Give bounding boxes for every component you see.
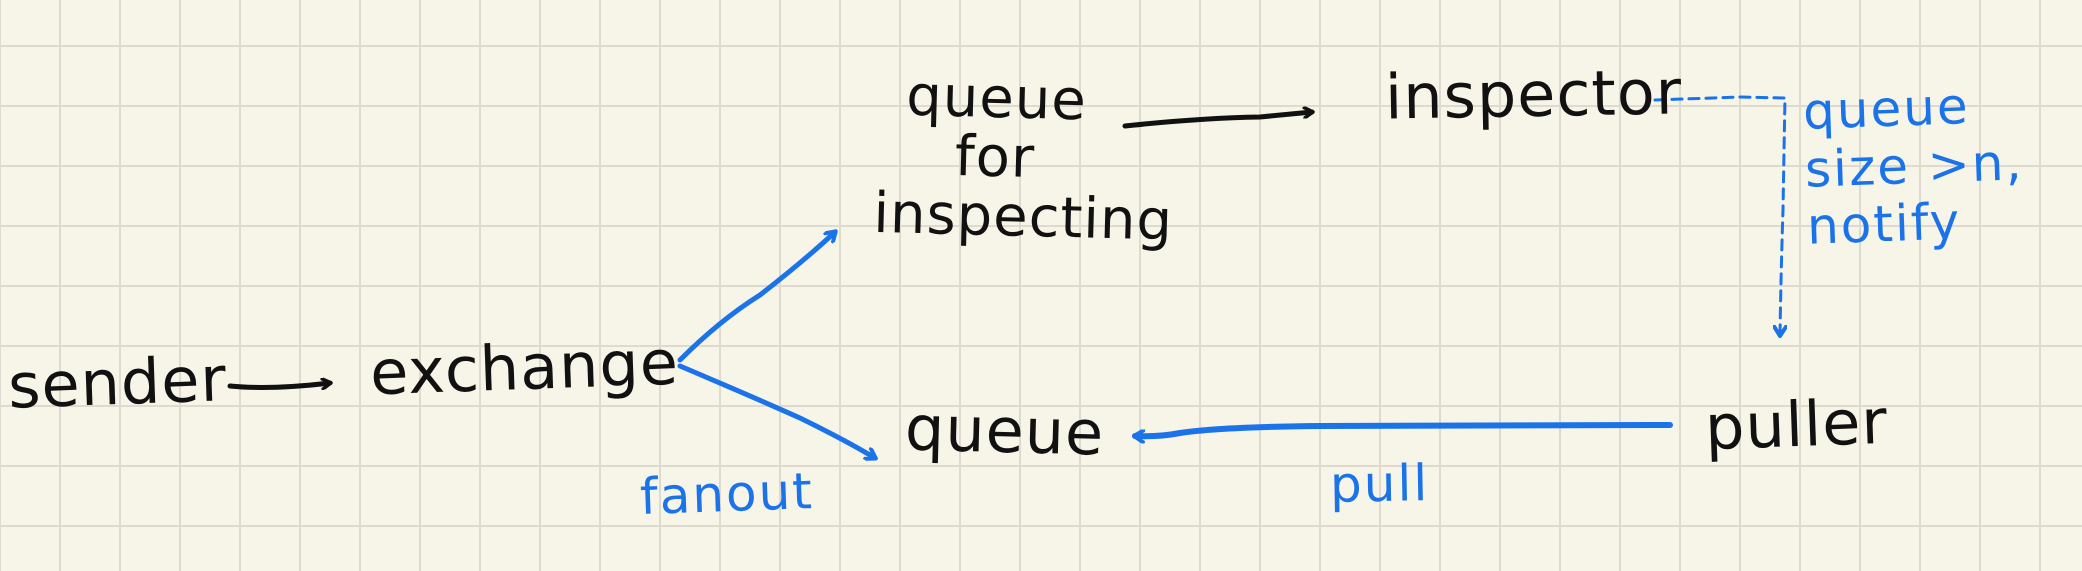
label-notify-condition: queue size >n, notify	[1802, 77, 2025, 256]
arrow-inspect-queue-to-inspector	[1122, 112, 1312, 129]
node-exchange: exchange	[368, 325, 681, 410]
arrow-inspector-to-puller-dashed	[1653, 95, 1785, 335]
arrow-puller-to-queue	[1132, 422, 1673, 436]
arrow-exchange-to-queue	[677, 363, 875, 458]
label-pull: pull	[1329, 454, 1430, 514]
node-puller: puller	[1703, 384, 1889, 465]
node-queue: queue	[904, 391, 1106, 470]
node-sender: sender	[6, 342, 228, 423]
arrow-sender-to-exchange	[227, 383, 330, 387]
node-inspector: inspector	[1384, 55, 1683, 134]
arrow-exchange-to-inspect-queue	[677, 232, 835, 363]
node-queue-for-inspecting: queue for inspecting	[872, 63, 1174, 254]
label-fanout: fanout	[639, 461, 815, 527]
